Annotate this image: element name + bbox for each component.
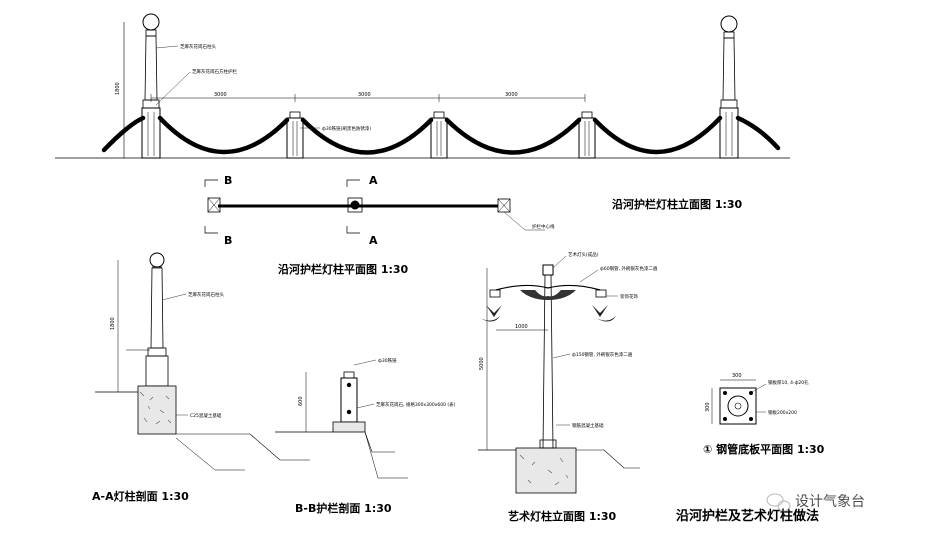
dim-span-3: 3000: [505, 92, 518, 98]
title-plan: 沿河护栏灯柱平面图 1:30: [278, 262, 409, 276]
plan-note: 护栏中心线: [532, 223, 555, 230]
dim-bb-height: 600: [298, 396, 304, 406]
short-post-3: [578, 111, 596, 159]
wechat-icon: [766, 493, 791, 512]
elevation-view: 1800: [55, 13, 790, 211]
dim-plate-side: 300: [705, 402, 711, 412]
elev-note-2: 芝麻灰花岗石方柱护栏: [192, 68, 237, 75]
plate-note-2: 钢板200x200: [768, 409, 797, 416]
dim-art-height: 5000: [479, 357, 485, 370]
marker-b-top: B: [224, 174, 232, 187]
footer: 沿河护栏及艺术灯柱做法 设计气象台: [676, 493, 865, 524]
title-section-bb: B-B护栏剖面 1:30: [295, 501, 392, 515]
elev-note-1: 芝麻灰花岗石柱头: [180, 43, 216, 50]
short-post-1: [286, 111, 304, 159]
base-plate-plan: 300 300 钢板厚10, 4-ф20孔 钢板200x200 ① 钢管底板平面…: [703, 373, 825, 456]
marker-b-bottom: B: [224, 234, 232, 247]
art-note-4: ф150钢管, 外刷银灰色漆二遍: [572, 351, 633, 358]
bb-note-1: ф30铁链: [378, 357, 397, 364]
marker-a-top: A: [369, 174, 378, 187]
art-note-2: ф60钢管, 外刷银灰色漆二遍: [600, 265, 658, 272]
title-base-plate: ① 钢管底板平面图 1:30: [703, 442, 825, 456]
left-light-column: [141, 13, 161, 159]
title-section-aa: A-A灯柱剖面 1:30: [92, 489, 189, 503]
main-footer-title: 沿河护栏及艺术灯柱做法: [676, 508, 819, 524]
dim-span-1: 3000: [214, 92, 227, 98]
marker-a-bottom: A: [369, 234, 378, 247]
watermark-text: 设计气象台: [795, 494, 865, 510]
chains: [101, 115, 781, 155]
art-light-elevation: 5000 1000 艺术灯头(成品) ф60钢管, 外刷银灰色漆二遍 装饰花饰 …: [478, 251, 658, 523]
dim-span-2: 3000: [358, 92, 371, 98]
art-note-3: 装饰花饰: [620, 293, 638, 300]
bb-note-2: 芝麻灰花岗石, 规格300x300x600 (表): [376, 401, 456, 408]
right-light-column: [719, 15, 739, 159]
title-elevation: 沿河护栏灯柱立面图 1:30: [612, 197, 743, 211]
art-note-5: 钢筋混凝土基础: [572, 422, 604, 429]
short-post-2: [430, 111, 448, 159]
section-bb: 600 ф30铁链 芝麻灰花岗石, 规格300x300x600 (表) B-B护…: [275, 357, 456, 515]
section-aa: 1800 芝麻灰花岗石柱头 C25混凝土基础 A-A灯柱剖面 1:30: [92, 252, 310, 503]
aa-note-2: C25混凝土基础: [190, 412, 222, 419]
dim-elev-height: 1800: [115, 82, 121, 95]
title-art-light: 艺术灯柱立面图 1:30: [508, 509, 617, 523]
plan-view: B A B A 护栏中心线 沿河护栏灯柱平面图 1:30: [204, 174, 555, 276]
aa-note-1: 芝麻灰花岗石柱头: [188, 291, 224, 298]
dim-art-width: 1000: [515, 324, 528, 330]
dim-plate-top: 300: [732, 373, 742, 379]
dim-aa-height: 1800: [110, 317, 116, 330]
art-note-1: 艺术灯头(成品): [568, 251, 599, 258]
elev-note-chain: ф30铁链(刷黑色防锈漆): [322, 125, 371, 132]
plate-note-1: 钢板厚10, 4-ф20孔: [768, 379, 809, 386]
span-dimensions: 3000 3000 3000: [150, 92, 586, 102]
